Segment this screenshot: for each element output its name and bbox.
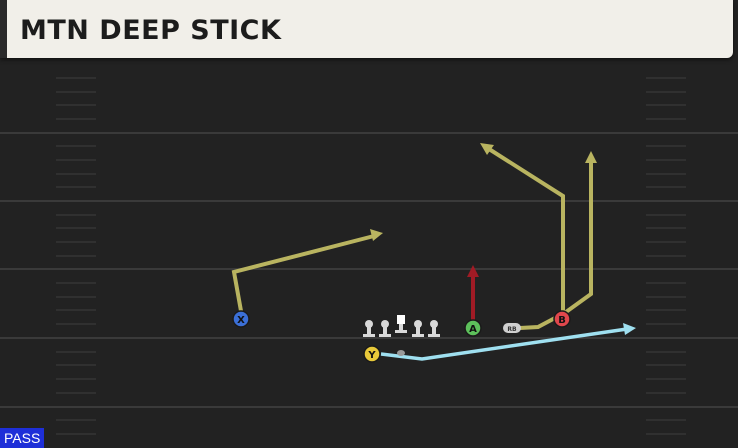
y-button-icon (363, 345, 381, 363)
player-y-label: Y (367, 350, 376, 361)
title-accent (0, 0, 7, 58)
route-b (480, 143, 597, 318)
hash-marks-left (56, 77, 96, 435)
route-a (467, 265, 479, 320)
offensive-line (363, 315, 440, 356)
route-rb (519, 316, 556, 330)
x-button-icon (232, 310, 250, 328)
route-a-arrow-icon (467, 265, 479, 277)
route-x (231, 229, 383, 312)
title-bar: MTN DEEP STICK (0, 0, 733, 58)
player-rb: RB (503, 323, 521, 333)
hash-marks-right (646, 77, 686, 435)
center-icon (395, 315, 407, 333)
player-x: X (232, 310, 250, 328)
player-b-label: B (558, 315, 566, 326)
route-b-arrow-1-icon (480, 143, 494, 155)
yard-lines (0, 132, 738, 408)
player-rb-label: RB (507, 326, 517, 333)
play-type-badge: PASS (0, 428, 45, 448)
play-title: MTN DEEP STICK (20, 15, 282, 46)
lineman-icon (379, 320, 391, 337)
player-a: A (464, 319, 482, 337)
player-b: B (553, 310, 571, 328)
route-y-arrow-icon (623, 323, 636, 335)
b-button-icon (553, 310, 571, 328)
player-y: Y (363, 345, 381, 363)
route-x-arrow-icon (370, 229, 383, 241)
a-button-icon (464, 319, 482, 337)
player-a-label: A (469, 324, 477, 335)
lineman-icon (428, 320, 440, 337)
route-b-arrow-2-icon (585, 151, 597, 163)
route-y (380, 323, 636, 361)
running-back-icon (503, 323, 521, 333)
player-x-label: X (237, 315, 245, 326)
lineman-icon (363, 320, 375, 337)
quarterback-icon (397, 350, 405, 356)
lineman-icon (412, 320, 424, 337)
